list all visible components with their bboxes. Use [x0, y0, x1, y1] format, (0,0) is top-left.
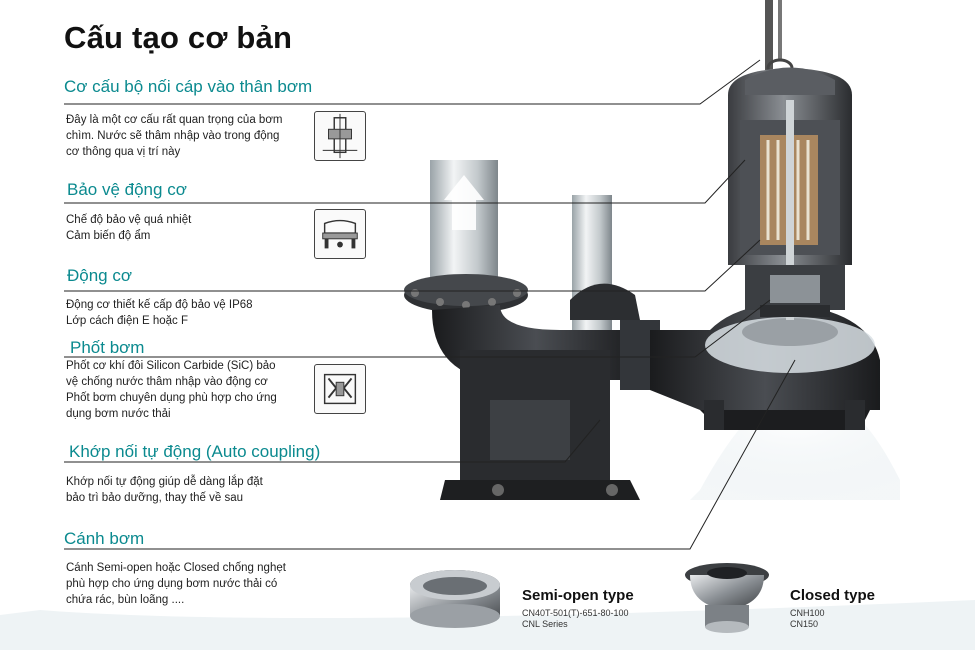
- heading-impeller: Cánh bơm: [64, 529, 145, 548]
- motor-protection-icon: [314, 209, 366, 259]
- desc-line: vệ chống nước thâm nhập vào động cơ: [66, 376, 268, 388]
- page-title: Cấu tạo cơ bản: [64, 20, 293, 55]
- desc-line: cơ thông qua vị trí này: [66, 146, 181, 158]
- type-code-line: CNL Series: [522, 619, 568, 629]
- desc-line: Lớp cách điện E hoặc F: [66, 315, 188, 327]
- desc-line: Chế độ bảo vệ quá nhiệt: [66, 214, 192, 226]
- desc-mechanical-seal: Phốt cơ khí đôi Silicon Carbide (SiC) bả…: [66, 358, 277, 422]
- desc-line: Động cơ thiết kế cấp độ bảo vệ IP68: [66, 299, 253, 311]
- desc-motor-protection: Chế độ bảo vệ quá nhiệt Cảm biến độ ẩm: [66, 212, 191, 244]
- heading-auto-coupling: Khớp nối tự động (Auto coupling): [69, 442, 321, 461]
- type-code-line: CN150: [790, 619, 819, 629]
- desc-impeller: Cánh Semi-open hoặc Closed chống nghẹt p…: [66, 560, 286, 608]
- desc-line: phù hợp cho ứng dụng bơm nước thải có: [66, 578, 278, 590]
- lifting-cable: [765, 0, 773, 70]
- desc-line: Cánh Semi-open hoặc Closed chống nghẹt: [66, 562, 286, 574]
- leader-protection: [64, 159, 746, 204]
- mechanical-seal-icon: [314, 364, 366, 414]
- heading-motor-protection: Bảo vệ động cơ: [67, 180, 187, 199]
- heading-motor: Động cơ: [67, 266, 133, 285]
- semi-open-type-label: Semi-open type: [522, 587, 634, 604]
- closed-type-label: Closed type: [790, 587, 876, 604]
- desc-motor: Động cơ thiết kế cấp độ bảo vệ IP68 Lớp …: [66, 297, 253, 329]
- type-code-line: CNH100: [790, 608, 825, 618]
- desc-auto-coupling: Khớp nối tự động giúp dễ dàng lắp đặt bả…: [66, 474, 263, 506]
- semi-open-type-codes: CN40T-501(T)-651-80-100 CNL Series: [522, 608, 629, 630]
- leader-cable: [64, 59, 761, 105]
- desc-line: Cảm biến độ ẩm: [66, 230, 151, 242]
- desc-line: Phốt cơ khí đôi Silicon Carbide (SiC) bả…: [66, 360, 276, 372]
- desc-line: Đây là một cơ cấu rất quan trọng của bơm: [66, 114, 283, 126]
- leader-impeller: [64, 359, 796, 550]
- desc-line: chìm. Nước sẽ thâm nhập vào trong động: [66, 130, 280, 142]
- desc-line: bảo trì bảo dưỡng, thay thế về sau: [66, 492, 243, 504]
- leader-motor: [64, 239, 761, 292]
- heading-cable-connector: Cơ cấu bộ nối cáp vào thân bơm: [64, 77, 313, 96]
- type-code-line: CN40T-501(T)-651-80-100: [522, 608, 629, 618]
- desc-line: chứa rác, bùn loãng ....: [66, 594, 185, 606]
- closed-impeller-image: [685, 563, 769, 633]
- desc-line: Khớp nối tự động giúp dễ dàng lắp đặt: [66, 476, 263, 488]
- desc-cable-connector: Đây là một cơ cấu rất quan trọng của bơm…: [66, 112, 282, 160]
- cable-connector-icon: [314, 111, 366, 161]
- heading-mechanical-seal: Phốt bơm: [70, 338, 145, 357]
- semi-open-impeller-image: [410, 570, 500, 628]
- leader-coupling: [64, 419, 601, 463]
- desc-line: Phốt bơm chuyên dụng phù hợp cho ứng: [66, 392, 277, 404]
- closed-type-codes: CNH100 CN150: [790, 608, 825, 630]
- leader-seal: [64, 299, 771, 358]
- desc-line: dụng bơm nước thải: [66, 408, 171, 420]
